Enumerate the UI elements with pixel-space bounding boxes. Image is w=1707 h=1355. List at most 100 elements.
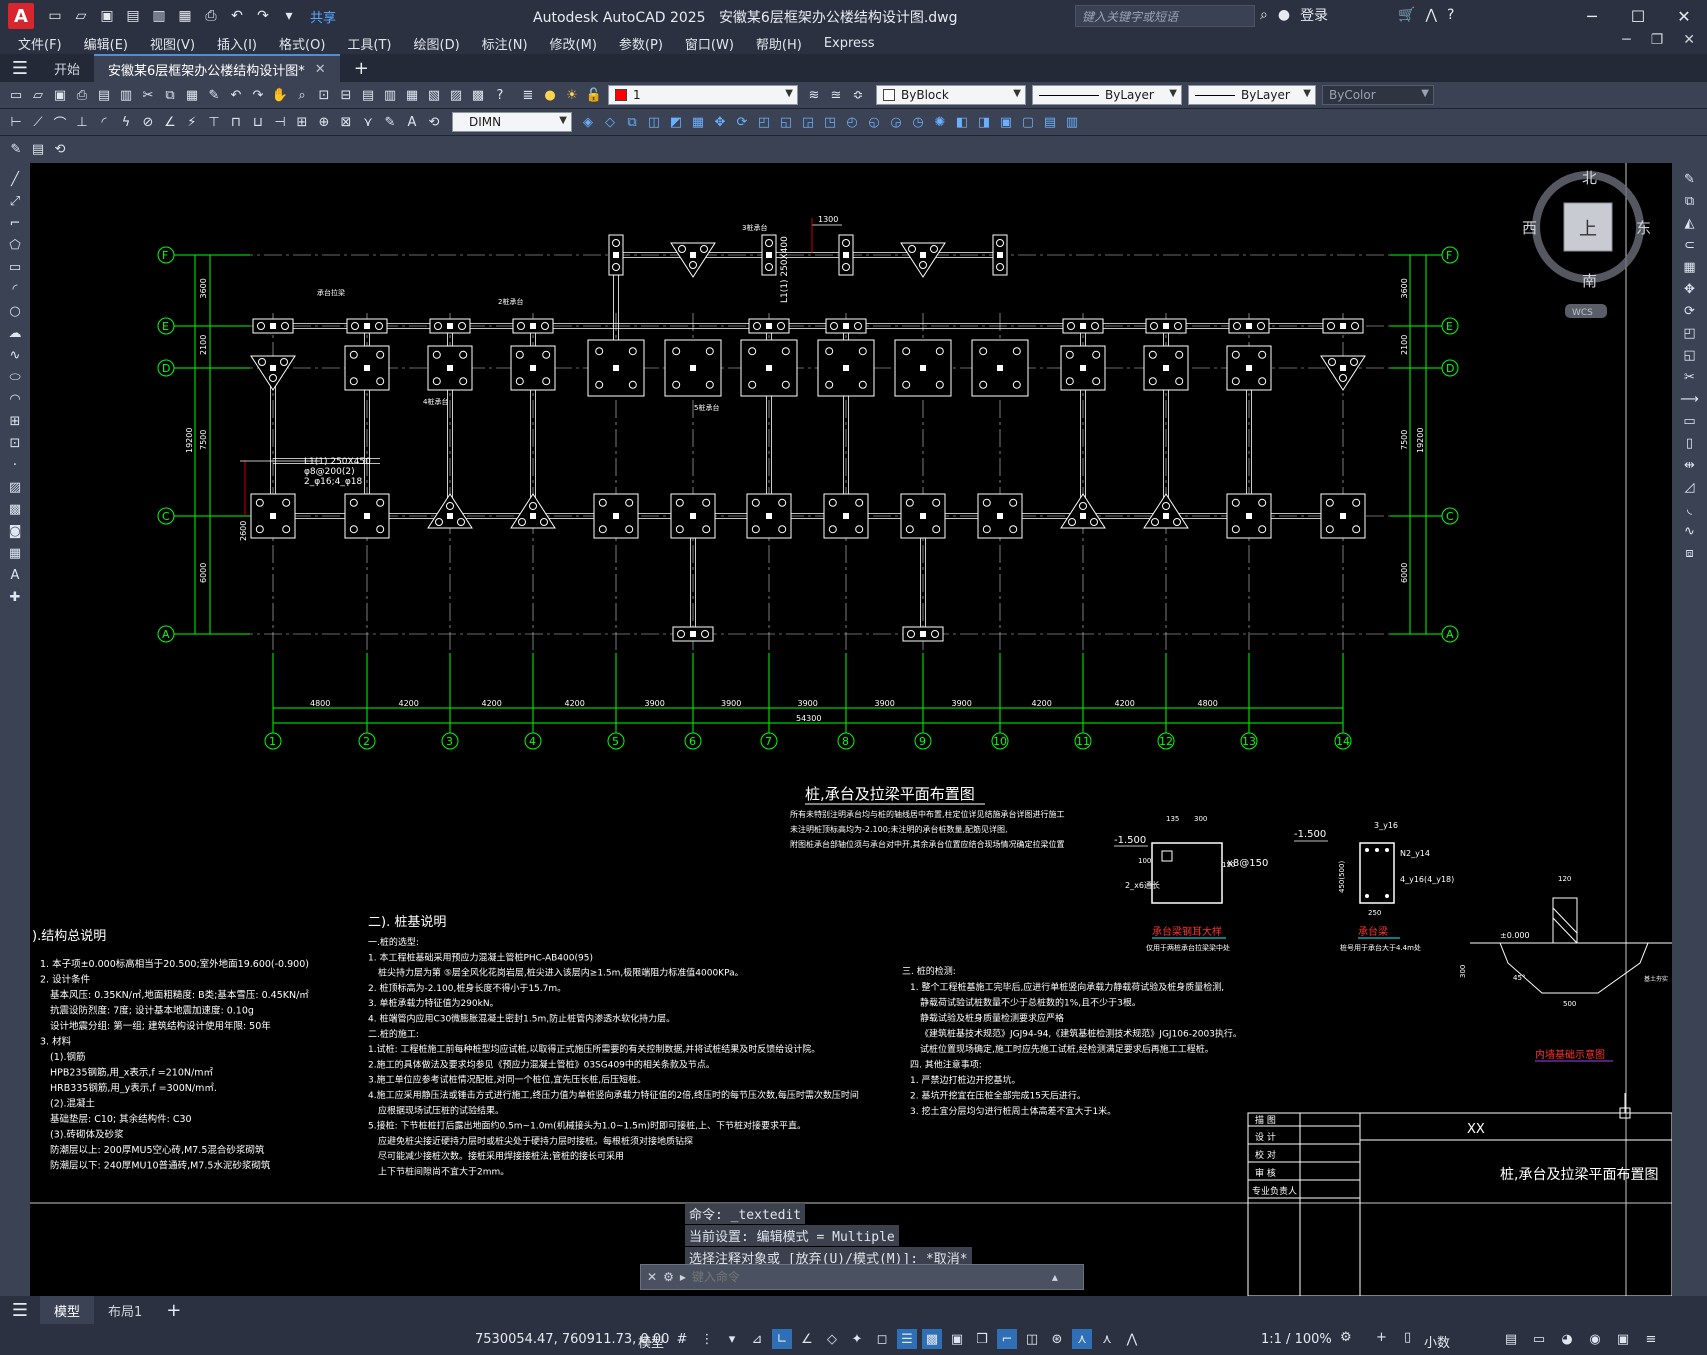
save-icon[interactable]: ▣	[53, 87, 67, 103]
ellipse-arc-icon[interactable]: ◠	[9, 391, 21, 407]
baseline-dim-icon[interactable]: ⊤	[208, 114, 220, 130]
new-file-icon[interactable]: ▭	[48, 8, 62, 24]
search-input[interactable]: 键入关键字或短语	[1075, 5, 1255, 27]
isodraft-icon[interactable]: ◇	[827, 1331, 837, 1347]
extend-icon[interactable]: ⟶	[1680, 391, 1699, 407]
linetype-dropdown[interactable]: ByLayer▼	[1032, 85, 1182, 105]
mirror-icon[interactable]: ◫	[647, 114, 661, 130]
dimstyle-dropdown[interactable]: DIMN▼	[452, 112, 572, 132]
save-icon[interactable]: ▣	[100, 8, 114, 24]
region-icon[interactable]: ◙	[8, 523, 22, 539]
color-dropdown[interactable]: ByBlock▼	[876, 85, 1026, 105]
doc-restore-icon[interactable]: ❐	[1650, 32, 1664, 48]
cut-icon[interactable]: ✂	[142, 87, 154, 103]
plotstyle-dropdown[interactable]: ByColor▼	[1322, 85, 1434, 105]
markup-icon[interactable]: ▨	[449, 87, 463, 103]
scale-icon[interactable]: ◰	[757, 114, 771, 130]
open-web-icon[interactable]: ▥	[152, 8, 166, 24]
design-center-icon[interactable]: ▥	[383, 87, 397, 103]
login-button[interactable]: 登录	[1300, 8, 1329, 24]
menu-draw[interactable]: 绘图(D)	[413, 37, 460, 53]
paste-icon[interactable]: ▦	[185, 87, 199, 103]
copy-icon[interactable]: ⧉	[165, 87, 175, 103]
annotation-monitor-icon[interactable]: +	[1376, 1330, 1387, 1345]
ordinate-dim-icon[interactable]: ⊥	[76, 114, 88, 130]
plot-icon[interactable]: ⎙	[205, 8, 217, 24]
print-preview-icon[interactable]: ▤	[97, 87, 111, 103]
viewcube[interactable]: 上 北 南 西 东 WCS	[1522, 169, 1651, 318]
tab-drawing[interactable]: 安徽某6层框架办公楼结构设计图*✕	[94, 54, 340, 82]
explode-icon[interactable]: ✺	[934, 114, 946, 130]
tab-layout1[interactable]: 布局1	[108, 1304, 143, 1320]
break-icon[interactable]: ▯	[1685, 435, 1694, 451]
circle-icon[interactable]: ○	[9, 303, 21, 319]
layer-properties-icon[interactable]: ≣	[522, 87, 534, 103]
units-dropdown[interactable]: 小数	[1424, 1336, 1451, 1351]
explode-icon[interactable]: ⧈	[1685, 545, 1694, 561]
break-icon[interactable]: ◴	[846, 114, 858, 130]
polyline-icon[interactable]: ⌐	[9, 215, 21, 231]
revcloud-icon[interactable]: ☁	[8, 325, 22, 341]
infer-constraints-icon[interactable]: ⊿	[751, 1331, 763, 1347]
menu-insert[interactable]: 插入(I)	[217, 37, 258, 53]
rotate-icon[interactable]: ⟳	[1684, 303, 1695, 319]
zoom-realtime-icon[interactable]: ⌕	[298, 87, 306, 103]
annotation-scale[interactable]: 1:1 / 100%	[1261, 1332, 1332, 1347]
line-icon[interactable]: ╱	[11, 171, 19, 187]
draworder-front-icon[interactable]: ◧	[955, 114, 969, 130]
trim-icon[interactable]: ✂	[1684, 369, 1695, 385]
stretch-icon[interactable]: ◱	[1683, 347, 1696, 363]
viewcube-south[interactable]: 南	[1582, 272, 1597, 290]
isolate-objects-icon[interactable]: ◕	[1561, 1331, 1573, 1347]
command-line[interactable]: ✕ ⚙ ▸ ▴	[640, 1264, 1084, 1290]
wcs-menu[interactable]	[1565, 304, 1607, 318]
jogged-linear-icon[interactable]: ⋎	[363, 114, 373, 130]
hatch-back-icon[interactable]: ▥	[1065, 114, 1079, 130]
minimize-icon[interactable]: ─	[1587, 6, 1597, 26]
erase-icon[interactable]: ◇	[605, 114, 615, 130]
attribute-edit-icon[interactable]: ▤	[31, 142, 45, 157]
clean-screen-icon[interactable]: ▣	[1616, 1331, 1630, 1347]
quick-dim-icon[interactable]: ⚡	[187, 114, 197, 130]
customization-icon[interactable]: ≡	[1645, 1331, 1657, 1347]
quick-properties-icon[interactable]: ▤	[1504, 1331, 1518, 1347]
sheet-set-icon[interactable]: ▧	[427, 87, 441, 103]
draworder-above-icon[interactable]: ▣	[999, 114, 1013, 130]
lineweight-icon[interactable]: ☰	[897, 1329, 917, 1349]
extend-icon[interactable]: ◳	[823, 114, 837, 130]
workspace-gear-icon[interactable]: ⚙	[1340, 1330, 1352, 1345]
rotate-icon[interactable]: ⟳	[736, 114, 748, 130]
maximize-icon[interactable]: ☐	[1630, 6, 1646, 26]
jogged-dim-icon[interactable]: ϟ	[121, 114, 131, 130]
insert-block-icon[interactable]: ⊞	[9, 413, 21, 429]
menu-dimension[interactable]: 标注(N)	[481, 37, 528, 53]
help-icon[interactable]: ?	[1446, 7, 1455, 23]
text-front-icon[interactable]: ▤	[1043, 114, 1057, 130]
continue-dim-icon[interactable]: ⊓	[230, 114, 242, 130]
menu-hamburger-icon[interactable]: ☰	[11, 57, 29, 79]
viewcube-top-face[interactable]	[1563, 202, 1613, 252]
move-icon[interactable]: ✥	[1684, 281, 1695, 297]
join-icon[interactable]: ◵	[868, 114, 880, 130]
auto-scale-icon[interactable]: ⋏	[1102, 1331, 1112, 1347]
coordinate-readout[interactable]: 7530054.47, 760911.73, 0.00	[475, 1332, 670, 1347]
break-point-icon[interactable]: ▭	[1683, 413, 1696, 429]
user-icon[interactable]: ●	[1277, 7, 1291, 23]
angular-dim-icon[interactable]: ∠	[164, 114, 176, 130]
copy-object-icon[interactable]: ⧉	[627, 114, 637, 130]
make-block-icon[interactable]: ⊡	[9, 435, 21, 451]
draworder-back-icon[interactable]: ◨	[977, 114, 991, 130]
offset-icon[interactable]: ⊂	[1684, 237, 1695, 253]
inspection-icon[interactable]: ⊠	[340, 114, 352, 130]
menu-view[interactable]: 视图(V)	[149, 37, 196, 53]
make-current-layer-icon[interactable]: ≋	[808, 87, 820, 103]
tab-model[interactable]: 模型	[40, 1296, 95, 1324]
annotation-visibility-icon[interactable]: ⋏	[1072, 1329, 1092, 1349]
3d-osnap-icon[interactable]: ❒	[976, 1331, 988, 1347]
search-icon[interactable]: ⌕	[1260, 7, 1268, 23]
transparency-icon[interactable]: ▩	[922, 1329, 942, 1349]
fillet-icon[interactable]: ◟	[1686, 501, 1693, 517]
viewcube-east[interactable]: 东	[1636, 219, 1651, 237]
spline-icon[interactable]: ∿	[9, 347, 21, 363]
